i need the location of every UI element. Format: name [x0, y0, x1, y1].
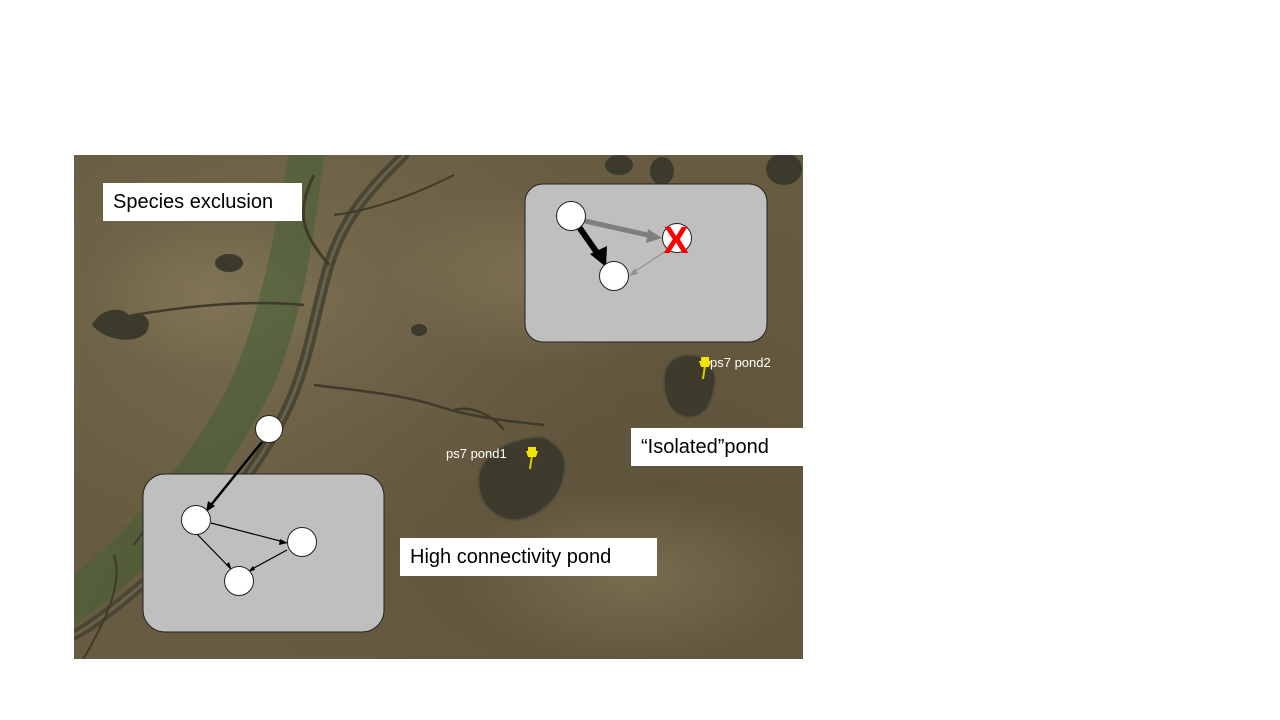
- aerial-map-image: ps7 pond1 ps7 pond2: [74, 155, 803, 659]
- network-panel: [142, 473, 385, 633]
- pond-1: [477, 435, 567, 522]
- map-pin-icon: [526, 447, 538, 470]
- pin-label-pond2: ps7 pond2: [710, 355, 771, 370]
- network-node: [224, 566, 254, 596]
- species-exclusion-network: X: [524, 183, 768, 343]
- network-node: [599, 261, 629, 291]
- arrow-head: [646, 229, 662, 243]
- network-node: [556, 201, 586, 231]
- pond-2: [662, 353, 717, 419]
- label-species-exclusion: Species exclusion: [103, 183, 302, 221]
- exclusion-x-mark: X: [663, 220, 689, 262]
- map-pin-icon: [699, 357, 711, 380]
- network-node: [287, 527, 317, 557]
- high-connectivity-network: [142, 415, 385, 633]
- label-isolated-pond: “Isolated”pond: [631, 428, 809, 466]
- label-high-connectivity-pond: High connectivity pond: [400, 538, 657, 576]
- network-node-excluded: [662, 223, 692, 253]
- arrow-head: [590, 246, 607, 267]
- network-node: [255, 415, 283, 443]
- network-node: [181, 505, 211, 535]
- pin-label-pond1: ps7 pond1: [446, 446, 507, 461]
